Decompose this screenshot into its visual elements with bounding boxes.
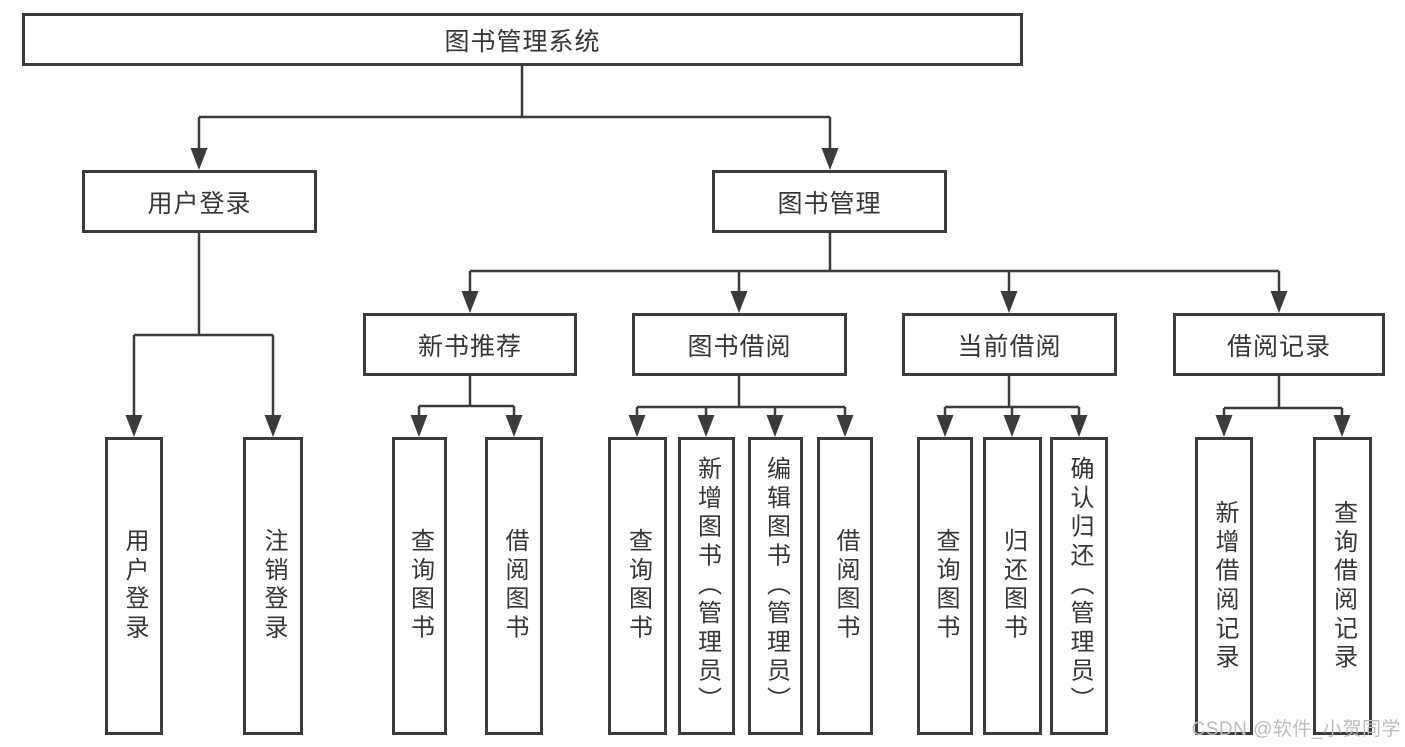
leaf-confirm-return-admin: 确认归还（管理员） [1050, 437, 1108, 735]
leaf-query-books-current: 查询图书 [917, 437, 973, 735]
node-borrowing-records: 借阅记录 [1173, 313, 1385, 376]
leaf-label: 注销登录 [260, 528, 287, 644]
leaf-add-book-admin: 新增图书（管理员） [678, 437, 735, 735]
leaf-user-login: 用户登录 [105, 437, 163, 735]
leaf-return-book: 归还图书 [983, 437, 1042, 735]
node-new-book-recommend: 新书推荐 [363, 313, 577, 376]
node-current-borrowing: 当前借阅 [902, 313, 1117, 376]
node-user-login: 用户登录 [82, 170, 317, 233]
leaf-edit-book-admin: 编辑图书（管理员） [748, 437, 803, 735]
leaf-add-borrow-record: 新增借阅记录 [1195, 437, 1253, 735]
csdn-watermark: CSDN @软件_小贺同学 [1191, 719, 1401, 740]
leaf-label: 用户登录 [121, 528, 148, 644]
leaf-label: 借阅图书 [832, 528, 859, 644]
leaf-borrow-books-borrow: 借阅图书 [817, 437, 873, 735]
leaf-label: 借阅图书 [501, 528, 528, 644]
node-book-management: 图书管理 [712, 170, 947, 233]
leaf-query-borrow-record: 查询借阅记录 [1313, 437, 1372, 735]
node-book-borrowing: 图书借阅 [632, 313, 847, 376]
leaf-label: 编辑图书（管理员） [762, 456, 790, 716]
leaf-label: 查询图书 [932, 528, 959, 644]
leaf-borrow-books-recommend: 借阅图书 [485, 437, 543, 735]
leaf-label: 查询图书 [406, 528, 434, 644]
leaf-label: 确认归还（管理员） [1066, 456, 1093, 716]
leaf-query-books-borrow: 查询图书 [608, 437, 667, 735]
leaf-label: 查询借阅记录 [1329, 499, 1357, 673]
leaf-query-books-recommend: 查询图书 [392, 437, 447, 735]
arrow-down-icons [125, 148, 1351, 437]
leaf-logout: 注销登录 [243, 437, 303, 735]
leaf-label: 新增图书（管理员） [693, 456, 721, 716]
leaf-label: 归还图书 [999, 528, 1027, 644]
leaf-label: 查询图书 [624, 528, 652, 644]
leaf-label: 新增借阅记录 [1211, 499, 1238, 673]
node-library-management-system: 图书管理系统 [22, 13, 1023, 66]
